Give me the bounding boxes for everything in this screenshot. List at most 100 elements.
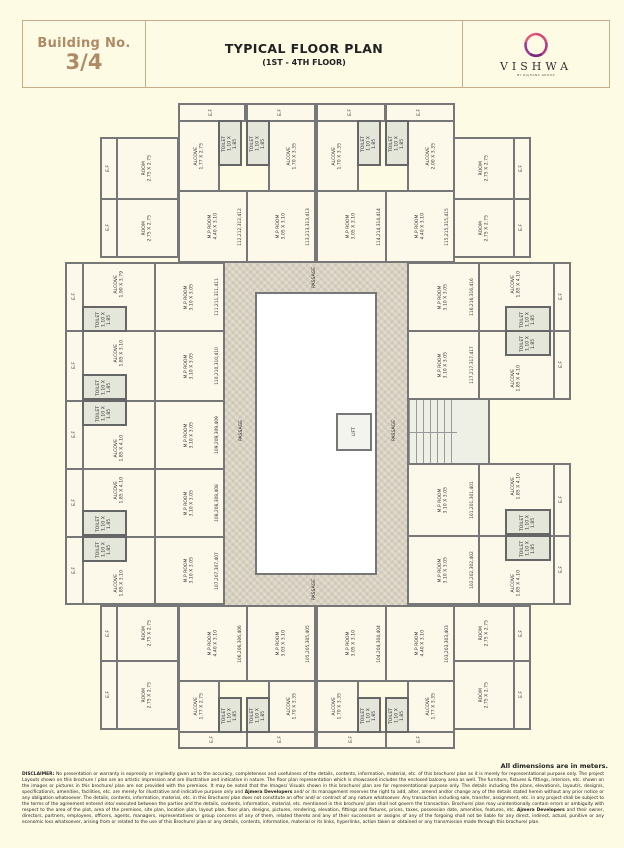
room-size: 1.10 X 1.85 [366, 707, 377, 723]
room-name: E.F [71, 293, 77, 301]
ef-space: E.F [553, 535, 571, 605]
ef-space: E.F [553, 463, 571, 537]
passage-label: PASSAGE [392, 420, 397, 442]
room-size: 1.85 X 4.10 [516, 270, 522, 298]
disclaimer-text: and/ or its management reserves the righ… [22, 790, 604, 813]
room-name: ALCOVE [425, 146, 431, 166]
room-label: E.F [72, 431, 77, 438]
ef-space: E.F [316, 731, 387, 749]
room-name: M.P ROOM [275, 214, 281, 239]
room-size: 2.75 X 2.75 [147, 155, 153, 182]
disclaimer-text: and their owner, directors, partners, em… [22, 808, 604, 825]
room-size: 1.70 X 3.35 [292, 142, 297, 170]
room-size: 2.75 X 2.75 [484, 620, 489, 647]
page-subtitle: (1ST - 4TH FLOOR) [262, 58, 346, 67]
room-size: 1.10 X 1.85 [525, 335, 536, 351]
room-size: 2.75 X 2.75 [484, 681, 489, 709]
ef-space: E.F [513, 605, 531, 662]
room-name: E.F [106, 691, 112, 699]
room-label: E.F [519, 630, 524, 637]
passage-label: PASSAGE [312, 267, 317, 289]
room-size: 1.85 X 4.10 [119, 476, 124, 504]
ef-space: E.F [385, 731, 455, 749]
room-label: E.F [72, 499, 77, 506]
room-size: 3.10 X 3.05 [189, 421, 195, 449]
page-title: TYPICAL FLOOR PLAN [224, 41, 384, 56]
room-name: E.F [348, 736, 354, 744]
room-label: E.F [519, 224, 524, 231]
room-label: E.F [278, 109, 283, 116]
room-label: E.F [559, 293, 564, 300]
room-label: E.F [72, 567, 77, 574]
room-label: E.F [106, 630, 111, 637]
room-name: ROOM [478, 161, 484, 176]
room-size: 1.85 X 4.10 [516, 364, 522, 392]
room-name: ALCOVE [511, 274, 517, 294]
passage-label: PASSAGE [312, 579, 317, 601]
room-size: 2.75 X 2.75 [147, 681, 153, 709]
room-size: 1.10 X 1.85 [101, 515, 113, 531]
flat-numbers: 101,201,301,401 [470, 481, 475, 519]
flat-numbers: 114,214,314,414 [377, 207, 382, 246]
room-label: E.F [349, 736, 354, 743]
room-size: 1.85 X 4.10 [516, 569, 522, 597]
room-label: E.F [559, 566, 564, 573]
room-size: 2.75 X 2.75 [484, 155, 489, 182]
room-name: E.F [519, 691, 525, 699]
room-label: E.F [417, 109, 422, 116]
flat-numbers: 105,205,305,405 [306, 624, 311, 663]
room-name: E.F [559, 566, 565, 574]
room-label: E.F [209, 109, 214, 116]
room-name: M.P ROOM [414, 214, 420, 239]
room-name: E.F [559, 361, 565, 369]
room-size: 1.77 X 2.75 [199, 693, 204, 720]
room-size: 4.40 X 3.10 [213, 213, 218, 240]
room-name: ALCOVE [511, 573, 517, 593]
ef-space: E.F [513, 137, 531, 200]
room-name: E.F [71, 566, 77, 574]
building-label: Building No. [37, 35, 131, 51]
room-size: 1.90 X 3.79 [119, 270, 124, 298]
room-name: M.P ROOM [184, 558, 190, 583]
room-name: M.P ROOM [438, 284, 444, 310]
developer-name: Ajmera Developers [516, 808, 565, 813]
room-name: ALCOVE [193, 146, 199, 166]
room-size: 1.85 X 3.10 [119, 570, 124, 597]
room-size: 3.05 X 3.10 [351, 630, 357, 657]
room-name: ALCOVE [425, 697, 431, 716]
room-name: M.P ROOM [184, 284, 190, 310]
disclaimer-text: No presentation or warranty is expressly… [22, 772, 604, 795]
room-name: ROOM [478, 220, 484, 236]
room-name: ALCOVE [511, 476, 517, 496]
flat-numbers: 111,211,311,411 [215, 278, 220, 316]
